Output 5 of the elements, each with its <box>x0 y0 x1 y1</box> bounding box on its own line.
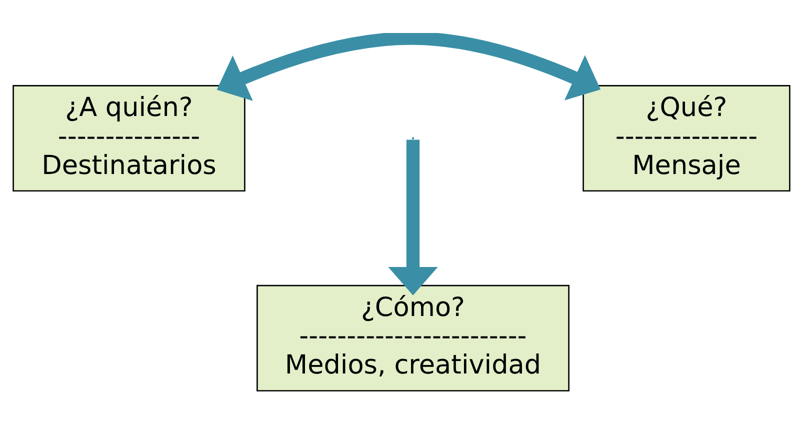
arrow <box>216 32 601 100</box>
node-box: ¿Cómo? ------------------------ Medios, creatividad <box>256 284 570 391</box>
node-box: ¿A quién? --------------- Destinatarios <box>12 84 246 192</box>
arrow <box>388 139 438 295</box>
node-box: ¿Qué? --------------- Mensaje <box>582 84 790 192</box>
